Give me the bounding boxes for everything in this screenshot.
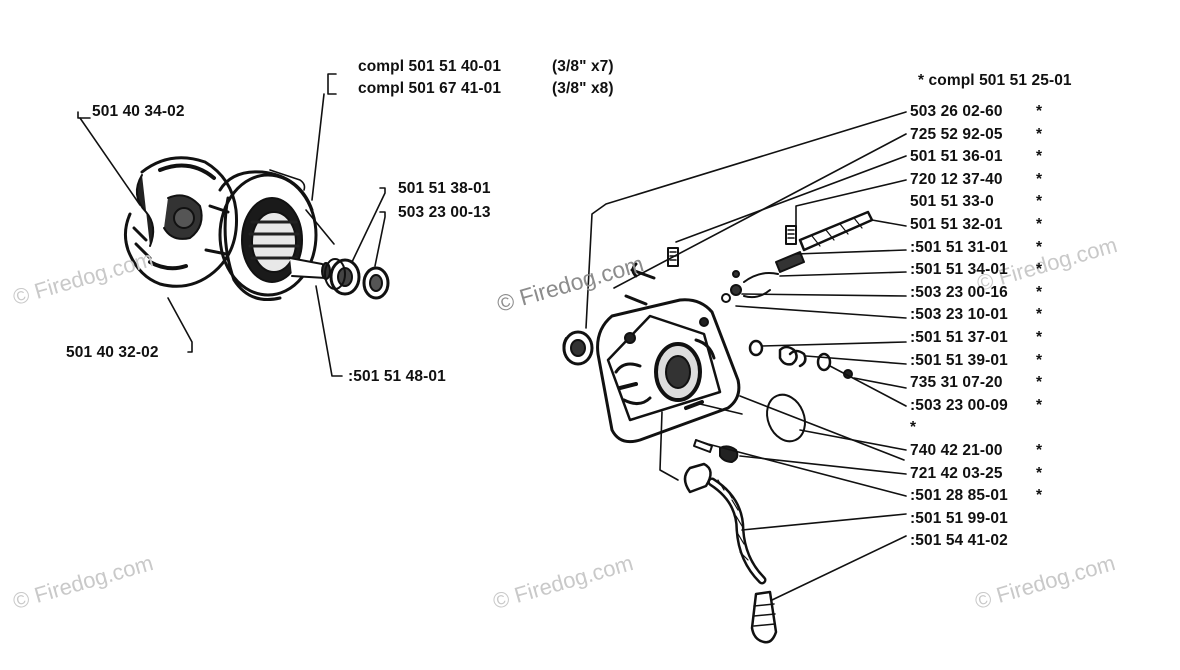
part-label: 503 23 00-13 [398, 204, 491, 221]
part-star-marker: * [1036, 306, 1043, 324]
part-number: :501 28 85-01 [910, 487, 1008, 505]
part-number: :503 23 00-16 [910, 283, 1008, 301]
part-list-row: * [910, 419, 1090, 439]
part-number: :501 51 99-01 [910, 509, 1008, 527]
part-list-row: 503 26 02-60 * [910, 103, 1090, 123]
part-list-row: :503 23 10-01 * [910, 306, 1090, 326]
part-list-row: 721 42 03-25 * [910, 465, 1090, 485]
clutch-drum-drawing [204, 170, 318, 301]
part-star-marker: * [1036, 261, 1043, 279]
part-star-marker: * [1036, 374, 1043, 392]
part-size-label: (3/8" x7) [552, 58, 614, 75]
part-number: :503 23 10-01 [910, 306, 1008, 324]
part-list-row: 735 31 07-20 * [910, 374, 1090, 394]
assembly-label: * compl 501 51 25-01 [918, 72, 1072, 89]
part-number: 735 31 07-20 [910, 374, 1003, 392]
part-list-row: :501 51 39-01 * [910, 352, 1090, 372]
part-star-marker: * [1036, 464, 1043, 482]
part-number: :501 51 31-01 [910, 238, 1008, 256]
part-number: :503 23 00-09 [910, 396, 1008, 414]
part-size-label: (3/8" x8) [552, 80, 614, 97]
part-label: 501 51 38-01 [398, 180, 491, 197]
part-number: :501 54 41-02 [910, 532, 1008, 550]
small-parts-drawing [748, 339, 853, 443]
part-list-row: :501 51 37-01 * [910, 329, 1090, 349]
part-list-row: 725 52 92-05 * [910, 126, 1090, 146]
part-list-row: :503 23 00-16 * [910, 284, 1090, 304]
seal-ring-drawing [562, 330, 594, 366]
part-star-marker: * [1036, 125, 1043, 143]
part-number: 721 42 03-25 [910, 464, 1003, 482]
part-label: compl 501 67 41-01 [358, 80, 502, 97]
part-star-marker: * [1036, 216, 1043, 233]
part-list-row: 720 12 37-40 * [910, 171, 1090, 191]
oil-pump-housing-drawing [596, 298, 741, 444]
part-list-row: :503 23 00-09 * [910, 397, 1090, 417]
drum-shaft-drawing [289, 257, 331, 280]
part-list-row: 501 51 36-01 * [910, 148, 1090, 168]
needle-bearing-drawing [324, 258, 361, 296]
part-number: 740 42 21-00 [910, 442, 1003, 459]
part-star-marker: * [910, 419, 917, 437]
part-list-row: :501 54 41-02 [910, 532, 1090, 552]
right-leader-lines [585, 111, 907, 601]
part-number: :501 51 39-01 [910, 351, 1008, 369]
part-list-row: 740 42 21-00 * [910, 442, 1090, 462]
pump-piston-drawing [721, 210, 874, 303]
part-list-row: 501 51 33-0 * [910, 193, 1090, 213]
part-number: 501 51 32-01 [910, 216, 1003, 233]
part-list-row: :501 51 99-01 [910, 510, 1090, 530]
part-list-row: :501 51 31-01 * [910, 239, 1090, 259]
part-star-marker: * [1036, 283, 1043, 301]
left-leader-lines [77, 73, 386, 377]
part-star-marker: * [1036, 487, 1043, 505]
part-star-marker: * [1036, 148, 1043, 166]
part-number: 503 26 02-60 [910, 103, 1003, 120]
part-number: 720 12 37-40 [910, 170, 1003, 188]
part-star-marker: * [1036, 351, 1043, 369]
part-number: :501 51 37-01 [910, 329, 1008, 346]
part-star-marker: * [1036, 170, 1043, 188]
part-label: :501 51 48-01 [348, 368, 446, 385]
part-number: 501 51 36-01 [910, 148, 1003, 166]
part-star-marker: * [1036, 396, 1043, 414]
part-star-marker: * [1036, 442, 1043, 459]
part-list-row: :501 51 34-01 * [910, 261, 1090, 281]
part-number: 501 51 33-0 [910, 193, 994, 211]
part-label: 501 40 32-02 [66, 344, 159, 361]
part-number: 725 52 92-05 [910, 125, 1003, 143]
washer-drawing [362, 266, 390, 300]
part-star-marker: * [1036, 103, 1043, 120]
part-star-marker: * [1036, 238, 1043, 256]
clutch-shoe-drawing [123, 156, 239, 288]
oil-hose-drawing [683, 439, 778, 644]
part-number: :501 51 34-01 [910, 261, 1008, 279]
part-star-marker: * [1036, 193, 1043, 211]
part-list-row: 501 51 32-01 * [910, 216, 1090, 236]
part-label: 501 40 34-02 [92, 103, 185, 120]
part-list-row: :501 28 85-01 * [910, 487, 1090, 507]
part-label: compl 501 51 40-01 [358, 58, 502, 75]
part-star-marker: * [1036, 329, 1043, 346]
